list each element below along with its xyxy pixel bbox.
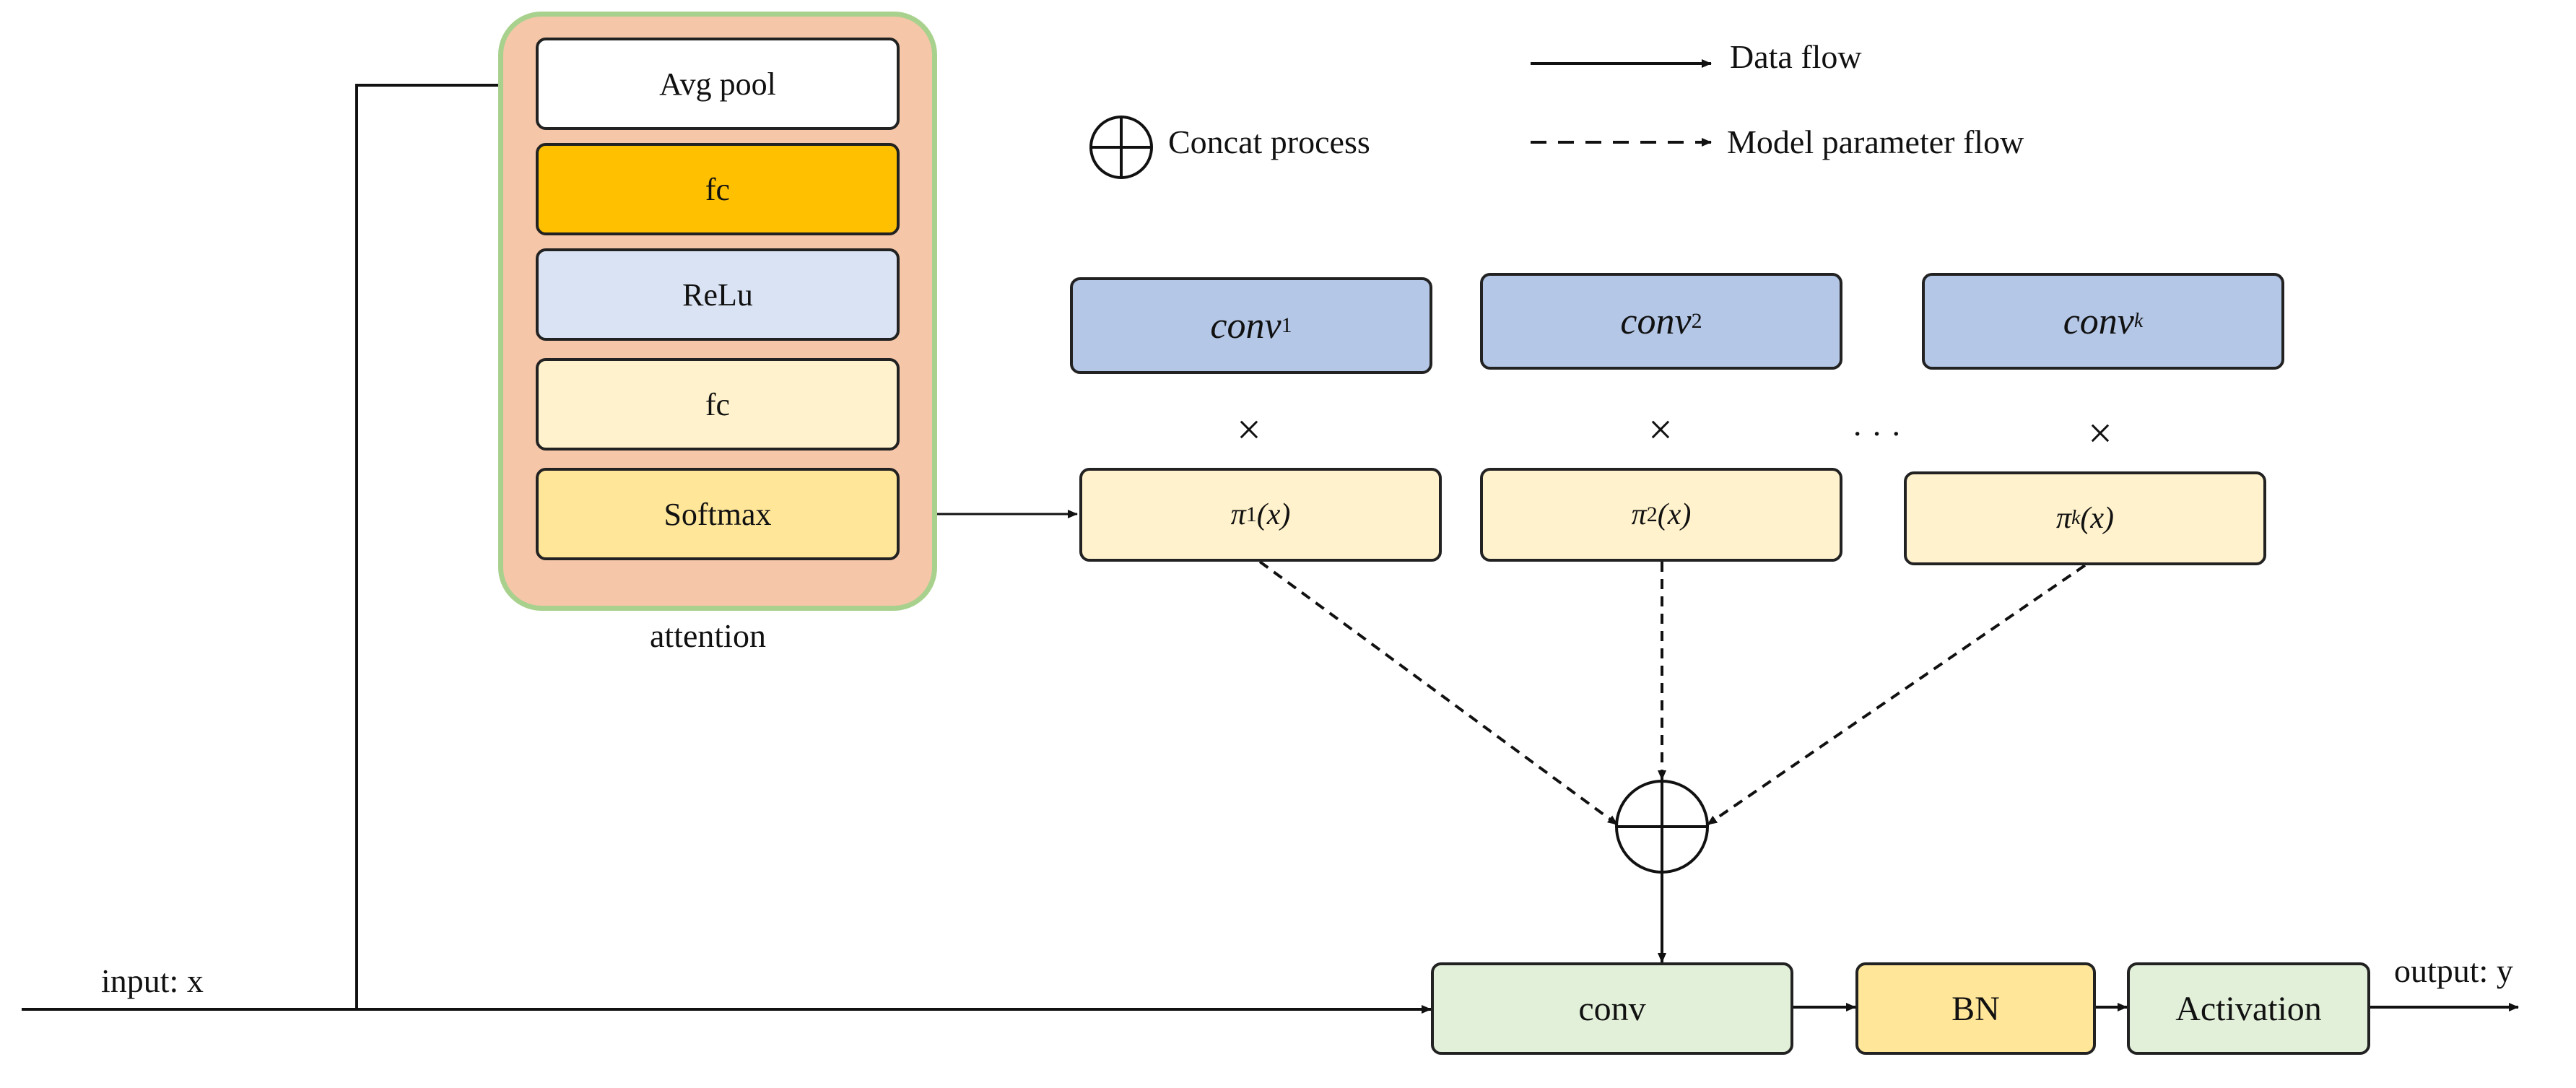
weightk-to-concat-arrow bbox=[1706, 564, 2087, 826]
weight-2-fn: π bbox=[1631, 498, 1647, 531]
multiply-symbol-2: × bbox=[1648, 406, 1673, 453]
relu-layer: ReLu bbox=[536, 248, 900, 341]
legend-concat-label: Concat process bbox=[1168, 123, 1370, 160]
softmax-label: Softmax bbox=[663, 496, 772, 532]
kernel-1-index: 1 bbox=[1281, 313, 1292, 337]
fc1-layer: fc bbox=[536, 143, 900, 235]
weight1-to-concat-arrow bbox=[1258, 560, 1619, 826]
multiply-symbol-1: × bbox=[1237, 406, 1261, 453]
multiply-symbol-k: × bbox=[2088, 409, 2112, 457]
weight-k-fn: π bbox=[2055, 502, 2071, 535]
output-label: output: y bbox=[2394, 952, 2513, 989]
ellipsis: · · · bbox=[1852, 415, 1902, 452]
legend-data-flow-label: Data flow bbox=[1730, 38, 1862, 75]
conv-label: conv bbox=[1578, 989, 1646, 1028]
weight-2-index: 2 bbox=[1646, 502, 1658, 526]
avg-pool-label: Avg pool bbox=[659, 66, 776, 102]
attention-label: attention bbox=[650, 617, 766, 654]
activation-label: Activation bbox=[2175, 989, 2322, 1028]
attention-branch-line bbox=[355, 81, 536, 1009]
kernel-k-name: conv bbox=[2063, 300, 2134, 342]
activation-layer: Activation bbox=[2127, 962, 2370, 1055]
bn-label: BN bbox=[1951, 989, 2000, 1028]
weight-1-arg: (x) bbox=[1256, 498, 1291, 531]
fc2-label: fc bbox=[705, 386, 731, 422]
weight-1-fn: π bbox=[1230, 498, 1246, 531]
relu-label: ReLu bbox=[682, 277, 753, 313]
legend-concat-icon bbox=[1089, 116, 1153, 179]
softmax-layer: Softmax bbox=[536, 468, 900, 560]
weight-2-arg: (x) bbox=[1657, 498, 1692, 531]
kernel-2-name: conv bbox=[1620, 300, 1692, 342]
concat-icon bbox=[1615, 780, 1709, 874]
weight-1-index: 1 bbox=[1245, 502, 1257, 526]
fc2-layer: fc bbox=[536, 358, 900, 451]
kernel-1-name: conv bbox=[1210, 305, 1282, 347]
avg-pool-layer: Avg pool bbox=[536, 38, 900, 130]
fc1-label: fc bbox=[705, 171, 731, 207]
weight-k-arg: (x) bbox=[2080, 502, 2115, 535]
legend-param-flow-label: Model parameter flow bbox=[1727, 123, 2024, 160]
conv-layer: conv bbox=[1431, 962, 1793, 1055]
kernel-2-index: 2 bbox=[1691, 309, 1702, 333]
kernel-k-index: k bbox=[2133, 310, 2144, 332]
input-label: input: x bbox=[101, 962, 204, 999]
bn-layer: BN bbox=[1855, 962, 2096, 1055]
weight-k-index: k bbox=[2071, 507, 2081, 529]
